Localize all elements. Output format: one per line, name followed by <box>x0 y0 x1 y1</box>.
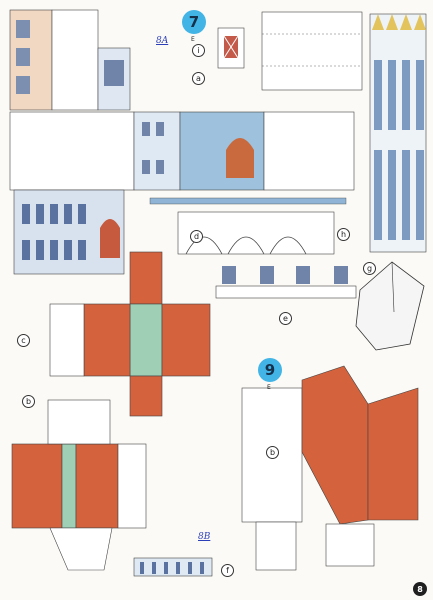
part-label-e: e <box>279 312 292 325</box>
arch-piece-d <box>149 197 347 255</box>
part-label-a: a <box>192 72 205 85</box>
fence-strip-f <box>133 557 213 577</box>
main-building-net <box>9 111 355 191</box>
part-label-c: c <box>17 334 30 347</box>
sheet-number-badge-top: 7 <box>182 10 206 34</box>
assembled-model-g <box>355 261 425 351</box>
part-label-b-right: b <box>266 446 279 459</box>
badge-subtext-top: E <box>191 36 195 43</box>
page-number: 8 <box>413 582 427 596</box>
badge-subtext-bottom: E <box>267 384 271 391</box>
part-label-f: f <box>221 564 234 577</box>
facade-lower-left <box>13 189 125 275</box>
towers-row-e <box>215 266 357 299</box>
part-label-d: d <box>190 230 203 243</box>
roof-net-c <box>49 251 211 417</box>
roof-net-lower-left <box>11 399 147 571</box>
part-label-h: h <box>337 228 350 241</box>
part-label-b-left: b <box>22 395 35 408</box>
small-tower-piece <box>217 27 245 69</box>
part-label-g: g <box>363 262 376 275</box>
handwritten-note-8a: 8A <box>156 36 169 46</box>
roof-net-lower-right <box>241 365 419 571</box>
sheet-number-badge-bottom: 9 <box>258 358 282 382</box>
handwritten-note-8b: 8B <box>198 532 211 542</box>
blank-panel-top-right <box>261 11 363 91</box>
part-label-i: i <box>192 44 205 57</box>
facade-strip-top-left <box>9 9 131 111</box>
spires-strip-right <box>369 13 427 253</box>
